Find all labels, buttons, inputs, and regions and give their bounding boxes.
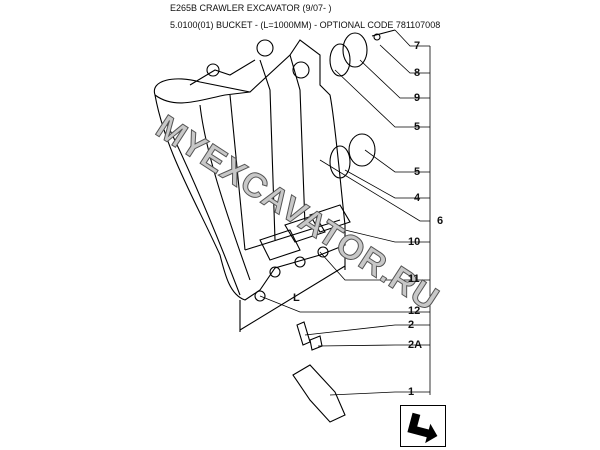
callout-6: 6 xyxy=(437,215,444,227)
callout-10: 10 xyxy=(408,236,421,248)
callout-1: 1 xyxy=(408,386,415,398)
bucket-outline xyxy=(153,39,346,301)
callout-4: 4 xyxy=(414,192,421,204)
callout-5a: 5 xyxy=(414,121,421,133)
next-page-button[interactable] xyxy=(400,405,446,447)
dimension-l-label: L xyxy=(293,292,300,304)
callout-7: 7 xyxy=(414,40,421,52)
next-page-arrow-icon xyxy=(407,412,438,444)
callout-5b: 5 xyxy=(414,166,421,178)
callout-12: 12 xyxy=(408,305,421,317)
diagram-title: E265B CRAWLER EXCAVATOR (9/07- ) xyxy=(170,3,332,13)
callout-8: 8 xyxy=(414,67,421,79)
callout-2a: 2A xyxy=(408,339,423,351)
callout-11: 11 xyxy=(408,273,420,285)
callout-2: 2 xyxy=(408,319,415,331)
diagram-subtitle: 5.0100(01) BUCKET - (L=1000MM) - OPTIONA… xyxy=(170,20,441,30)
callout-9: 9 xyxy=(414,92,421,104)
